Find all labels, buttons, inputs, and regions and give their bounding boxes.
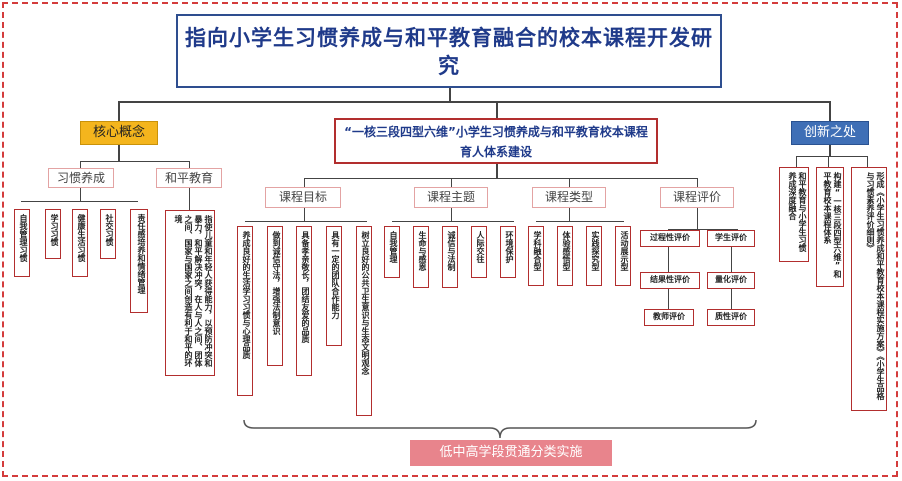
goal-item: 具有一定的团队合作能力 (326, 226, 342, 346)
connector (80, 161, 190, 162)
innovation-box: 创新之处 (791, 121, 869, 145)
connector (796, 156, 797, 168)
connector (731, 289, 732, 309)
connector (449, 88, 451, 102)
connector (451, 208, 452, 222)
connector (697, 208, 698, 230)
habit-item: 社交习惯 (100, 209, 116, 259)
habit-item: 学习习惯 (45, 209, 61, 259)
habit-item: 责任感培养和情绪管理 (130, 209, 148, 313)
evaluation-item: 结果性评价 (640, 272, 700, 289)
connector (392, 221, 514, 222)
theme-item: 诚信与法制 (442, 226, 458, 288)
connector (304, 178, 305, 188)
connector (189, 161, 190, 169)
connector (731, 247, 732, 272)
type-item: 活动展示型 (615, 226, 631, 286)
connector (118, 101, 120, 121)
habit-item: 健康生活习惯 (72, 209, 88, 277)
connector (668, 247, 669, 272)
habit-item: 自我管理习惯 (14, 209, 30, 277)
connector (496, 164, 498, 179)
connector (189, 188, 190, 212)
connector (245, 221, 367, 222)
type-item: 实践探究型 (586, 226, 602, 286)
theme-item: 环境保护 (500, 226, 516, 278)
connector (118, 101, 830, 103)
themes-box: 课程主题 (414, 187, 488, 208)
curriculum-system-box: “一核三段四型六维”小学生习惯养成与和平教育校本课程育人体系建设 (334, 118, 658, 164)
connector (569, 178, 570, 188)
peace-box: 和平教育 (156, 168, 222, 188)
evaluation-item: 教师评价 (644, 309, 694, 326)
connector (828, 156, 829, 168)
connector (451, 178, 452, 188)
connector (496, 101, 498, 118)
connector (21, 201, 138, 202)
evaluation-item: 学生评价 (707, 230, 755, 247)
goal-item: 养成良好的生活学习习惯与心理品质 (237, 226, 253, 396)
connector (829, 101, 831, 121)
connector (697, 178, 698, 188)
connector (668, 229, 738, 230)
core-concept-box: 核心概念 (80, 121, 158, 145)
peace-definition: 指使儿童和年轻人获得能力，以预防冲突和暴力，和平解决冲突，在人与人之间、团体之间… (165, 210, 215, 376)
goal-item: 做到诚信守法，增强法制意识 (267, 226, 283, 366)
innovation-item: 形成《小学生习惯养成和平教育校本课程实施方案》《小学生品格与习惯素养评价细则》 (851, 167, 887, 411)
connector (569, 208, 570, 222)
evaluation-box: 课程评价 (660, 187, 734, 208)
innovation-item: 和平教育与小学生习惯养成深度融合 (779, 167, 809, 262)
diagram-title: 指向小学生习惯养成与和平教育融合的校本课程开发研究 (176, 14, 722, 88)
connector (80, 161, 81, 169)
connector (867, 156, 868, 168)
implementation-banner: 低中高学段贯通分类实施 (410, 440, 612, 466)
connector (668, 289, 669, 309)
connector (796, 156, 868, 157)
goal-item: 树立良好的公共卫生意识与生态文明观念 (356, 226, 372, 416)
bracket (243, 419, 757, 439)
goals-box: 课程目标 (265, 187, 341, 208)
type-item: 学科融合型 (528, 226, 544, 286)
innovation-item: 构建“一核三段四型六维”和平教育校本课程体系 (816, 167, 844, 287)
theme-item: 生命与感恩 (413, 226, 429, 288)
evaluation-item: 质性评价 (707, 309, 755, 326)
connector (304, 208, 305, 222)
connector (829, 145, 831, 157)
type-item: 体验感悟型 (557, 226, 573, 286)
goal-item: 具备孝亲敬长，团结友爱的品质 (296, 226, 312, 376)
connector (118, 145, 120, 162)
connector (536, 221, 624, 222)
evaluation-item: 过程性评价 (640, 230, 700, 247)
connector (80, 188, 81, 202)
types-box: 课程类型 (532, 187, 606, 208)
connector (304, 178, 698, 179)
evaluation-item: 量化评价 (707, 272, 755, 289)
theme-item: 自我管理 (384, 226, 400, 278)
habit-box: 习惯养成 (48, 168, 114, 188)
theme-item: 人际交往 (471, 226, 487, 278)
